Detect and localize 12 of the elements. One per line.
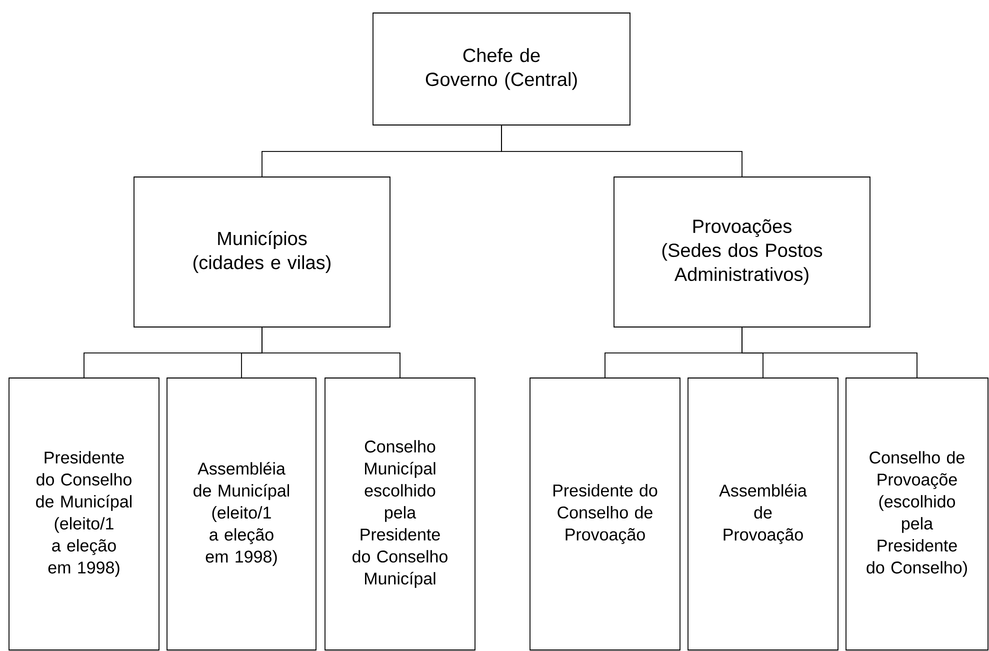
office-box: Conselho Municípal escolhido pela Presidente do Conselho Municípal xyxy=(324,378,476,650)
unit-box: Provoações (Sedes dos Postos Administrativos) xyxy=(614,176,870,328)
office-box: Conselho de Provoaçõe (escolhido pela Presidente do Conselho) xyxy=(846,378,988,650)
office-box: Assembléia de Provoação xyxy=(688,378,838,650)
connector xyxy=(262,327,400,378)
office-box: Presidente do Conselho de Municípal (eleito/1 a eleção em 1998) xyxy=(8,378,160,650)
unit-box: Municípios (cidades e vilas) xyxy=(134,176,390,328)
top-box: Chefe de Governo (Central) xyxy=(372,12,630,126)
connector xyxy=(742,327,918,378)
office-box: Presidente do Conselho de Provoação xyxy=(530,378,680,650)
connector xyxy=(501,125,742,177)
office-box: Assembléia de Municípal (eleito/1 a eleção em 1998) xyxy=(166,378,316,650)
